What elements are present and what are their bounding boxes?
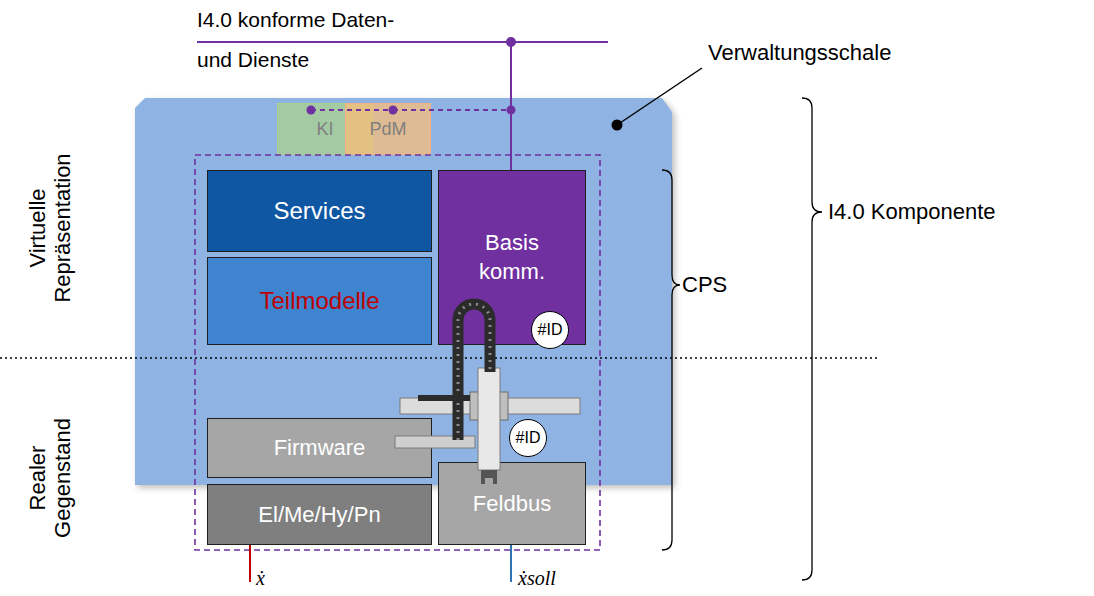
shell-label: Verwaltungsschale [708,40,891,66]
gantry-robot [395,304,580,484]
cable-chain [418,395,470,401]
setpoint-velocity-label: ẋsoll [518,566,556,590]
connector [311,110,393,111]
bus-drop-line [510,42,512,110]
asset-shell: VerwaltungsschaleServicesTeilmodelleBasi… [135,98,672,485]
gripper-finger [493,478,497,484]
gripper [481,470,497,478]
leader-line [617,68,702,125]
node-text: Basis komm. [467,229,557,286]
node-text: Teilmodelle [259,287,379,315]
cps-label: CPS [682,272,727,298]
hardware-box: El/Me/Hy/Pn [207,484,432,545]
connector-line [510,110,512,170]
data-bus-line [197,41,608,43]
data-services-label: I4.0 konforme Daten- und Dienste [197,0,427,80]
fieldbus-box: Feldbus [438,462,586,545]
actual-velocity-label: ẋ [256,566,265,590]
services-box: Services [207,170,432,252]
cable-chain [458,304,490,440]
node-text: Services [273,197,365,225]
component-bracket [802,98,822,580]
cps-frame [195,155,600,550]
separator-line [0,357,880,359]
setpoint-signal-line [510,545,512,582]
actual-signal-line [249,545,251,582]
connector-line [393,109,511,111]
node-text: KI [316,119,333,140]
gripper-finger [481,478,485,484]
node-text: Feldbus [473,491,551,516]
component-label: I4.0 Komponente [828,199,996,225]
bus-junction [506,37,516,47]
node-text: #ID [516,429,541,447]
node-text: #ID [538,321,563,339]
virtual-side-label: Virtuelle Repräsentation [25,143,76,313]
node-text: PdM [369,119,406,140]
node-text: El/Me/Hy/Pn [258,502,380,527]
real-side-label: Realer Gegenstand [25,393,76,563]
cps-bracket [662,170,680,550]
connector [393,110,511,170]
id-circle: #ID [531,311,569,349]
cable-chain-links [458,304,490,440]
submodels-box: Teilmodelle [207,257,432,345]
connector-line [311,109,393,111]
id-circle: #ID [509,419,547,457]
node-text: Firmware [274,435,366,460]
shell-shape [135,98,672,485]
z-column [478,368,500,470]
